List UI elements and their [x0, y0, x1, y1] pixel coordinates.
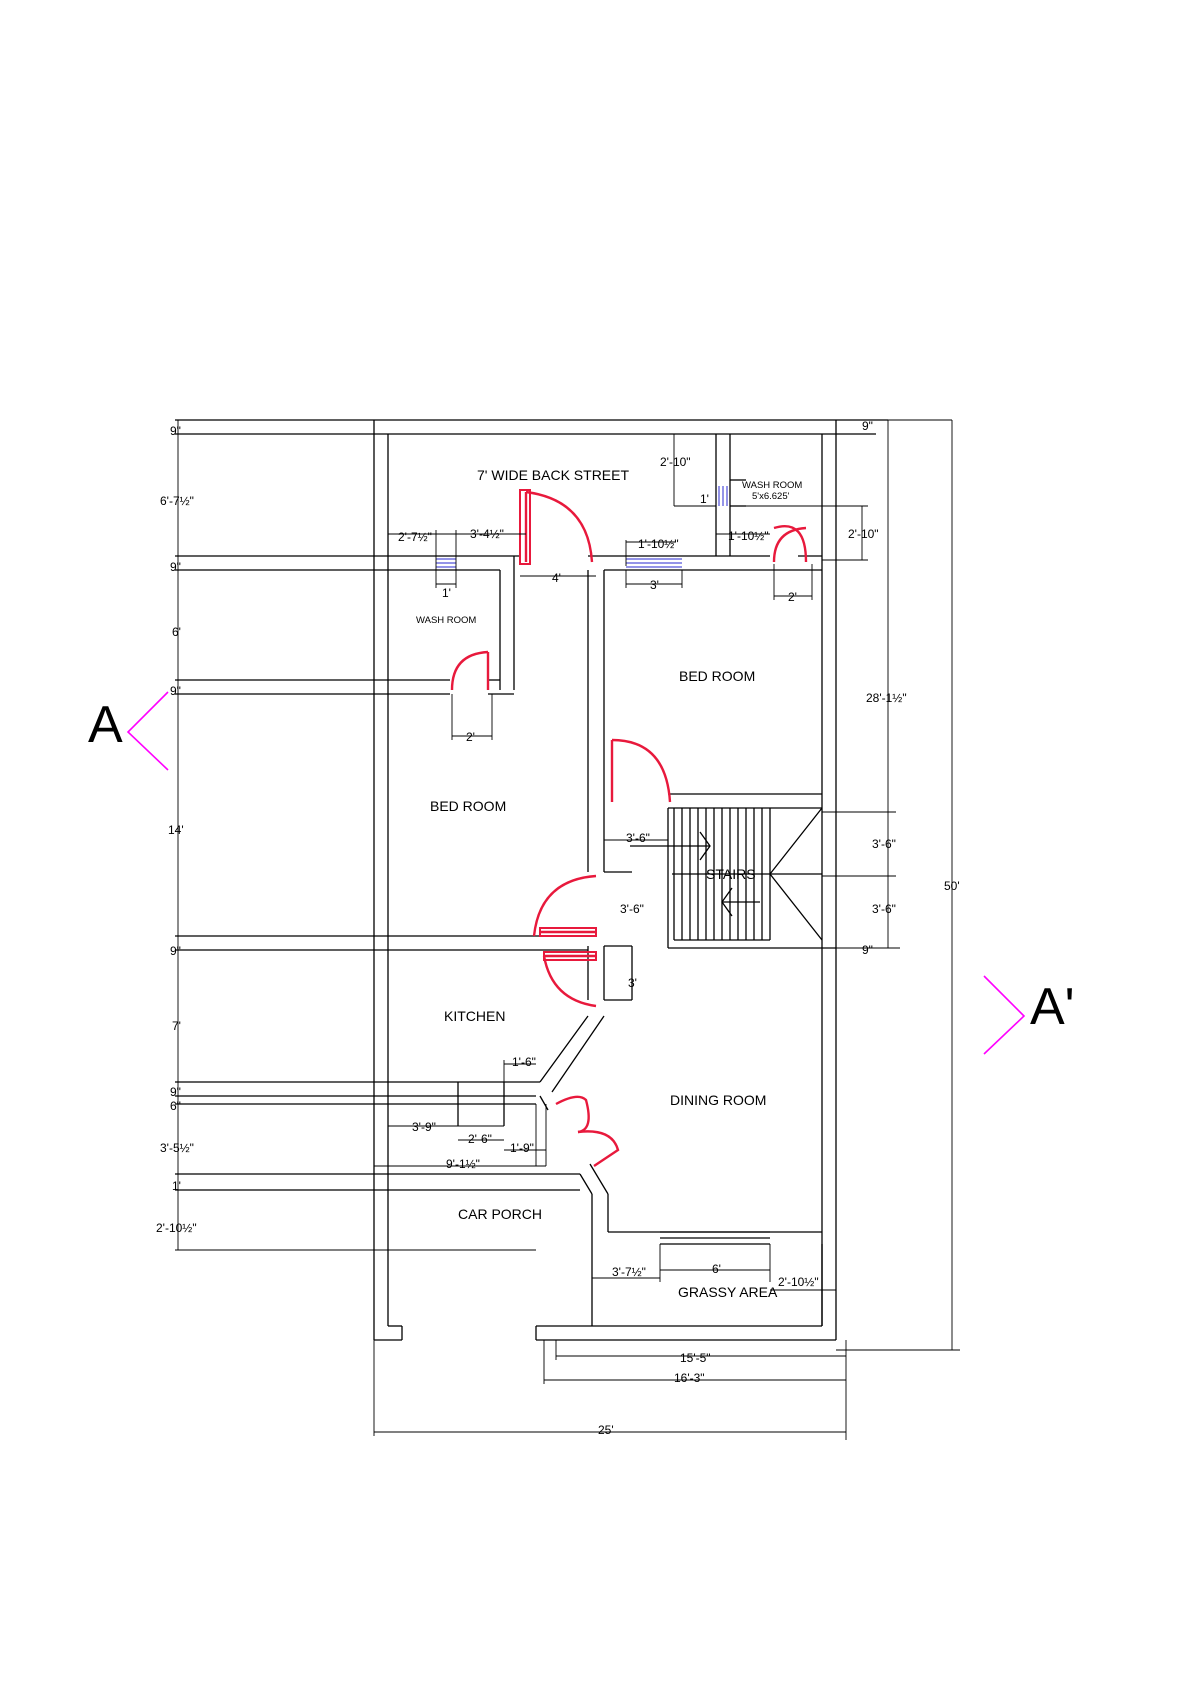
- dim-mid-3-6a: 3'-6": [626, 831, 650, 845]
- dim-b-15-5: 15'-5": [680, 1351, 711, 1365]
- dim-wash-1: 1': [442, 586, 451, 600]
- dim-left-6in: 6": [170, 1099, 181, 1113]
- dim-left-6-7h: 6'-7½": [160, 494, 194, 508]
- back-street-label: 7' WIDE BACK STREET: [477, 467, 629, 483]
- stair-treads: [630, 807, 823, 941]
- wash-room-left-label: WASH ROOM: [416, 615, 476, 626]
- dim-b-16-3: 16'-3": [674, 1371, 705, 1385]
- dim-k-3-9: 3'-9": [412, 1120, 436, 1134]
- dim-right-50: 50': [944, 879, 960, 893]
- dim-left-9e: 9": [170, 1085, 181, 1099]
- bed-room-right-label: BED ROOM: [679, 668, 755, 684]
- section-markers: [126, 691, 1026, 1055]
- dim-left-3-5h: 3'-5½": [160, 1141, 194, 1155]
- dim-top-3-4h: 3'-4½": [470, 527, 504, 541]
- car-porch-label: CAR PORCH: [458, 1206, 542, 1222]
- dim-top-2-10: 2'-10": [660, 455, 691, 469]
- section-a-label: A: [88, 696, 123, 754]
- kitchen-label: KITCHEN: [444, 1008, 505, 1024]
- dim-top-4: 4': [552, 571, 561, 585]
- dim-left-9b: 9": [170, 560, 181, 574]
- dim-door-2-b: 2': [466, 730, 475, 744]
- dim-k-1-9: 1'-9": [510, 1141, 534, 1155]
- dim-top-2-7h: 2'-7½": [398, 530, 432, 544]
- dim-right-9b: 9": [862, 943, 873, 957]
- dim-left-14: 14': [168, 823, 184, 837]
- windows: [436, 486, 728, 568]
- wash-room-top-label: WASH ROOM: [742, 480, 802, 491]
- dining-room-label: DINING ROOM: [670, 1092, 766, 1108]
- section-a-prime-label: A': [1030, 978, 1075, 1036]
- dim-left-9d: 9": [170, 944, 181, 958]
- dim-right-28-1h: 28'-1½": [866, 691, 907, 705]
- dim-mid-3-6b: 3'-6": [620, 902, 644, 916]
- dim-top-1-10h-a: 1'-10½": [638, 537, 679, 551]
- walls: [175, 419, 888, 1341]
- wash-room-top-size: 5'x6.625': [752, 491, 790, 502]
- grassy-area-label: GRASSY AREA: [678, 1284, 778, 1300]
- dim-left-2-10h: 2'-10½": [156, 1221, 197, 1235]
- dim-left-1: 1': [172, 1179, 181, 1193]
- doors: [450, 489, 808, 1167]
- dim-right-3-6b: 3'-6": [872, 902, 896, 916]
- dim-top-2-10-right: 2'-10": [848, 527, 879, 541]
- stairs-label: STAIRS: [706, 866, 756, 882]
- dim-right-3-6a: 3'-6": [872, 837, 896, 851]
- dim-top-1: 1': [700, 492, 709, 506]
- dim-top-1-10h-b: 1'-10½": [728, 529, 769, 543]
- dim-b-6: 6': [712, 1262, 721, 1276]
- dim-left-6: 6': [172, 625, 181, 639]
- dim-left-9c: 9": [170, 684, 181, 698]
- dim-k-9-1h: 9'-1½": [446, 1157, 480, 1171]
- dim-door-2-a: 2': [788, 590, 797, 604]
- bed-room-left-label: BED ROOM: [430, 798, 506, 814]
- dim-mid-3: 3': [628, 976, 637, 990]
- dimension-lines: [175, 419, 960, 1440]
- dimension-texts: 9" 6'-7½" 9" 6' 9" 14' 9" 7' 9" 6" 3'-5½…: [156, 419, 960, 1437]
- dim-b-25: 25': [598, 1423, 614, 1437]
- dim-right-9a: 9": [862, 419, 873, 433]
- dim-b-2-10h: 2'-10½": [778, 1275, 819, 1289]
- dim-k-1-6: 1'-6": [512, 1055, 536, 1069]
- dim-left-9a: 9": [170, 424, 181, 438]
- dim-win-3: 3': [650, 578, 659, 592]
- dim-left-7: 7': [172, 1019, 181, 1033]
- dim-b-3-7h: 3'-7½": [612, 1265, 646, 1279]
- dim-k-2-6: 2'-6": [468, 1132, 492, 1146]
